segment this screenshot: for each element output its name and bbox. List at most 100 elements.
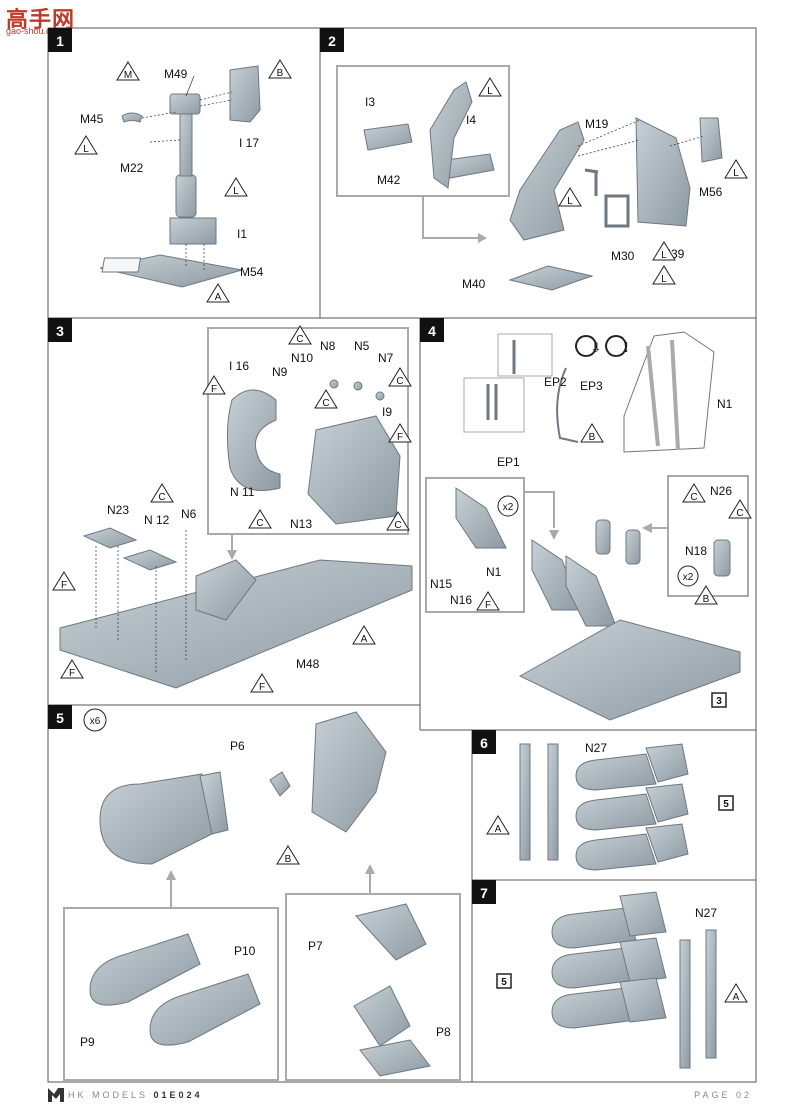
svg-text:x6: x6 (90, 716, 101, 727)
qty-x6: x6 (83, 708, 107, 732)
svg-text:C: C (690, 492, 697, 503)
qty-x2-belt: x2 (677, 565, 699, 587)
label-i9: I9 (382, 405, 392, 419)
svg-text:B: B (703, 594, 710, 605)
label-m22: M22 (120, 161, 144, 175)
step-1-tag: 1 (48, 28, 72, 52)
svg-text:x2: x2 (683, 572, 694, 583)
svg-text:2: 2 (328, 33, 336, 49)
marker-C: C (314, 389, 338, 409)
label-m49: M49 (164, 67, 188, 81)
marker-L: L (224, 177, 248, 197)
label-n12: N 12 (144, 513, 170, 527)
marker-C: C (150, 483, 174, 503)
watermark: 高手网 gao-shou.com (2, 2, 82, 36)
label-n23: N23 (107, 503, 129, 517)
svg-text:A: A (361, 634, 368, 645)
step-4-illustration: ⇩ ! (425, 331, 749, 721)
marker-C: C (728, 499, 752, 519)
marker-C: C (682, 483, 706, 503)
svg-text:L: L (567, 196, 573, 207)
marker-A: A (352, 625, 376, 645)
svg-text:C: C (256, 518, 263, 529)
label-i17: I 17 (239, 136, 259, 150)
svg-text:F: F (69, 668, 75, 679)
label-ep1: EP1 (497, 455, 520, 469)
svg-text:3: 3 (716, 696, 722, 707)
marker-L: L (652, 265, 676, 285)
label-n1-inset: N1 (486, 565, 502, 579)
marker-B: B (580, 423, 604, 443)
marker-F: F (388, 423, 412, 443)
svg-text:L: L (733, 168, 739, 179)
label-m48: M48 (296, 657, 320, 671)
marker-B: B (694, 585, 718, 605)
qty-x2-seat: x2 (497, 495, 519, 517)
step-5-tag: 5 (48, 705, 72, 729)
svg-text:C: C (158, 492, 165, 503)
label-n5: N5 (354, 339, 370, 353)
svg-text:F: F (397, 432, 403, 443)
label-i1: I1 (237, 227, 247, 241)
svg-text:C: C (296, 334, 303, 345)
marker-C: C (388, 367, 412, 387)
label-m30: M30 (611, 249, 635, 263)
marker-M: M (116, 61, 140, 81)
label-ep3: EP3 (580, 379, 603, 393)
label-p9: P9 (80, 1035, 95, 1049)
svg-text:L: L (83, 144, 89, 155)
marker-F: F (60, 659, 84, 679)
svg-text:5: 5 (56, 710, 64, 726)
step-5-illustration (63, 711, 461, 1081)
label-n10: N10 (291, 351, 313, 365)
marker-B: B (276, 845, 300, 865)
step-2-illustration (336, 65, 723, 291)
svg-text:6: 6 (480, 735, 488, 751)
label-n1: N1 (717, 397, 733, 411)
marker-L: L (74, 135, 98, 155)
label-n27-step6: N27 (585, 741, 607, 755)
svg-text:L: L (661, 250, 667, 261)
label-n26: N26 (710, 484, 732, 498)
label-p8: P8 (436, 1025, 451, 1039)
label-n11: N 11 (230, 485, 255, 499)
svg-text:1: 1 (56, 33, 64, 49)
marker-L: L (478, 77, 502, 97)
label-p6: P6 (230, 739, 245, 753)
step-3-illustration (59, 327, 413, 689)
marker-L: L (724, 159, 748, 179)
label-i4: I4 (466, 113, 476, 127)
step-6-illustration (519, 743, 689, 871)
ref-step-5: 5 (496, 973, 512, 989)
svg-text:L: L (487, 86, 493, 97)
svg-text:5: 5 (723, 799, 729, 810)
svg-text:B: B (589, 432, 596, 443)
label-i16: I 16 (229, 359, 249, 373)
marker-A: A (486, 815, 510, 835)
svg-text:⇩: ⇩ (591, 341, 602, 356)
label-n18: N18 (685, 544, 707, 558)
label-i3: I3 (365, 95, 375, 109)
marker-L: L (558, 187, 582, 207)
marker-A: A (724, 983, 748, 1003)
hk-logo-icon (48, 1088, 64, 1102)
label-p10: P10 (234, 944, 256, 958)
panel-frames (47, 27, 757, 1083)
label-m56: M56 (699, 185, 723, 199)
ref-step-5: 5 (718, 795, 734, 811)
footer-brand: HK MODELS 01E024 (68, 1090, 203, 1100)
svg-text:F: F (211, 384, 217, 395)
step-6-tag: 6 (472, 730, 496, 754)
label-p7: P7 (308, 939, 323, 953)
label-n15: N15 (430, 577, 452, 591)
svg-text:C: C (396, 376, 403, 387)
svg-text:F: F (259, 682, 265, 693)
svg-text:F: F (61, 580, 67, 591)
ref-step-3: 3 (711, 692, 727, 708)
step-4-tag: 4 (420, 318, 444, 342)
marker-F: F (250, 673, 274, 693)
svg-text:4: 4 (428, 323, 436, 339)
label-m42: M42 (377, 173, 401, 187)
step-1-illustration (99, 65, 261, 288)
